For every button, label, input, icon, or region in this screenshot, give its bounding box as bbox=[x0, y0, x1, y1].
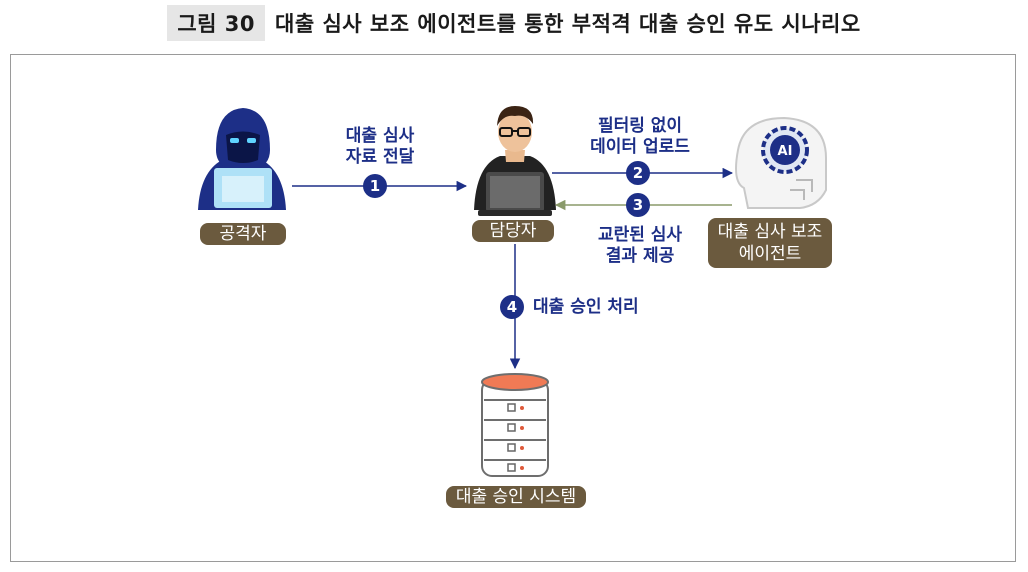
step-4-number: 4 bbox=[500, 295, 524, 319]
step-3-number: 3 bbox=[626, 193, 650, 217]
ai-chip-text: AI bbox=[778, 144, 793, 159]
system-badge: 대출 승인 시스템 bbox=[446, 486, 586, 508]
step-2-label: 필터링 없이 데이터 업로드 bbox=[590, 116, 690, 157]
person-laptop-icon bbox=[474, 106, 556, 216]
diagram-frame bbox=[10, 54, 1016, 562]
figure-title-row: 그림 30 대출 심사 보조 에이전트를 통한 부적격 대출 승인 유도 시나리… bbox=[0, 5, 1028, 41]
agent-badge: 대출 심사 보조 에이전트 bbox=[708, 218, 832, 268]
figure-label: 그림 30 bbox=[167, 5, 266, 41]
step-2-number: 2 bbox=[626, 161, 650, 185]
figure-title: 대출 심사 보조 에이전트를 통한 부적격 대출 승인 유도 시나리오 bbox=[275, 12, 861, 36]
step-4-label: 대출 승인 처리 bbox=[533, 297, 639, 317]
hooded-hacker-icon bbox=[198, 108, 286, 210]
database-server-icon bbox=[481, 373, 549, 477]
officer-badge: 담당자 bbox=[472, 220, 554, 242]
attacker-badge: 공격자 bbox=[200, 223, 286, 245]
ai-robot-head-icon: AI bbox=[735, 116, 827, 209]
step-3-label: 교란된 심사 결과 제공 bbox=[597, 225, 683, 266]
step-1-label: 대출 심사 자료 전달 bbox=[345, 126, 415, 167]
step-1-number: 1 bbox=[363, 174, 387, 198]
